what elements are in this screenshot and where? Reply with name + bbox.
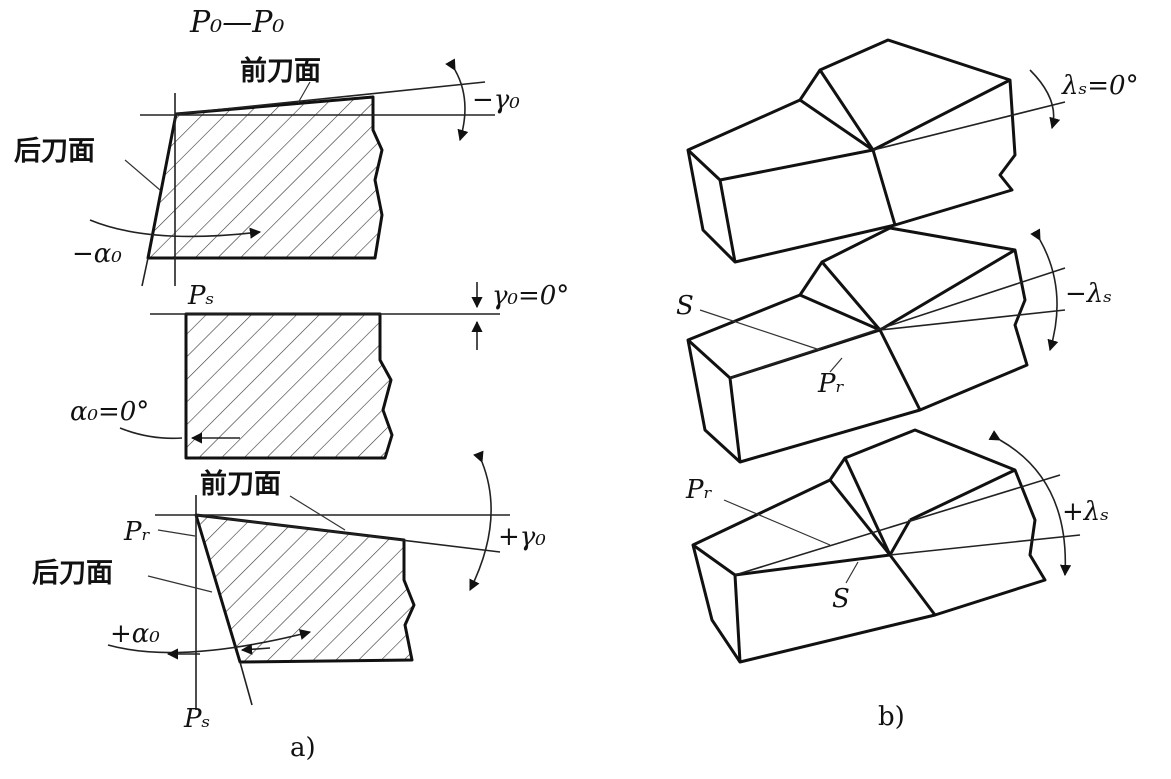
tool-section-hatched bbox=[196, 515, 414, 662]
clearance-angle-label: −α₀ bbox=[72, 239, 122, 269]
tool-negative-inclination: −λₛ S Pᵣ bbox=[676, 226, 1112, 464]
panel-a-caption: a) bbox=[290, 733, 316, 763]
panel-b-caption: b) bbox=[878, 702, 905, 732]
inclination-arc bbox=[1030, 228, 1059, 352]
edge-s-label: S bbox=[676, 291, 694, 321]
inclination-arc bbox=[1029, 69, 1061, 130]
rake-angle-label: +γ₀ bbox=[498, 522, 546, 552]
clearance-angle-label: α₀=0° bbox=[70, 397, 149, 427]
flank-extension bbox=[141, 257, 149, 287]
rake-face-extension bbox=[175, 81, 486, 115]
rake-angle-arc bbox=[469, 450, 492, 592]
plane-pr-leader bbox=[157, 529, 196, 537]
clearance-angle-arc bbox=[89, 219, 262, 239]
tool-zero-inclination: λₛ=0° bbox=[686, 38, 1139, 264]
tool-edges bbox=[686, 69, 1011, 263]
section-positive-angles: +γ₀ 前刀面 Pᵣ 后刀面 +α₀ Pₛ bbox=[32, 450, 546, 734]
tool-body-outline bbox=[691, 428, 1047, 664]
plane-pr-label: Pᵣ bbox=[685, 475, 713, 505]
clearance-arrow-right bbox=[240, 643, 271, 655]
tool-section-hatched bbox=[148, 97, 382, 258]
inclination-reference bbox=[872, 101, 1066, 151]
flank-face-label: 后刀面 bbox=[32, 558, 113, 589]
section-title: P₀—P₀ bbox=[189, 5, 284, 40]
inclination-label: −λₛ bbox=[1065, 279, 1112, 309]
flank-face-leader bbox=[124, 159, 161, 191]
tool-body-outline bbox=[686, 38, 1017, 264]
edge-s-leader bbox=[699, 309, 821, 351]
rake-face-leader bbox=[289, 495, 346, 531]
inclination-arc bbox=[988, 430, 1072, 577]
plane-pr-leader bbox=[723, 499, 831, 546]
tool-body-outline bbox=[686, 226, 1029, 464]
flank-face-label: 后刀面 bbox=[14, 136, 95, 167]
section-zero-angles: Pₛ γ₀=0° α₀=0° bbox=[70, 281, 569, 460]
rake-face-leader bbox=[297, 81, 311, 104]
rake-angle-label: −γ₀ bbox=[472, 85, 520, 115]
plane-ps-label: Pₛ bbox=[187, 281, 214, 311]
inclination-reference bbox=[729, 267, 1066, 379]
section-negative-angles: −γ₀ 前刀面 后刀面 −α₀ bbox=[14, 55, 520, 287]
inclination-label: λₛ=0° bbox=[1061, 71, 1139, 101]
clearance-angle-arc bbox=[119, 427, 183, 440]
rake-face-extension bbox=[195, 514, 501, 553]
flank-face-leader bbox=[147, 575, 213, 593]
rake-angle-arc bbox=[445, 58, 469, 142]
tool-positive-inclination: +λₛ Pᵣ S bbox=[685, 428, 1109, 664]
clearance-angle-label: +α₀ bbox=[110, 619, 160, 649]
plane-pr-leader bbox=[829, 357, 843, 373]
inclination-reference-2 bbox=[889, 534, 1081, 556]
tool-section-outline bbox=[146, 95, 384, 260]
tool-section-hatched bbox=[186, 314, 392, 458]
edge-s-label: S bbox=[832, 584, 850, 614]
plane-pr-label: Pᵣ bbox=[123, 517, 151, 547]
clearance-angle-arc bbox=[107, 629, 312, 654]
panel-b: λₛ=0° −λₛ S Pᵣ +λₛ Pᵣ S bbox=[676, 38, 1139, 732]
rake-face-label: 前刀面 bbox=[200, 468, 281, 500]
inclination-label: +λₛ bbox=[1062, 497, 1109, 527]
rake-face-label: 前刀面 bbox=[240, 55, 321, 87]
edge-s-leader bbox=[845, 561, 859, 584]
tool-edges bbox=[692, 457, 1016, 663]
flank-extension bbox=[239, 661, 253, 706]
plane-ps-label: Pₛ bbox=[183, 704, 210, 734]
rake-angle-label: γ₀=0° bbox=[492, 281, 569, 311]
panel-a: P₀—P₀ −γ₀ 前刀面 后刀面 −α₀ Pₛ γ₀=0° bbox=[14, 5, 569, 763]
plane-pr-label: Pᵣ bbox=[817, 369, 845, 399]
